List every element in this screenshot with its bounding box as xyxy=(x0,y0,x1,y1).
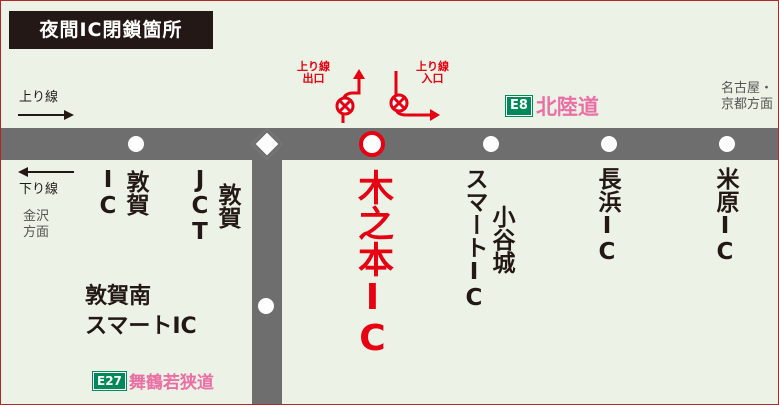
tsuruga-jct-label-part: JCT xyxy=(187,167,213,245)
map-title: 夜間IC閉鎖箇所 xyxy=(9,11,213,49)
odanijo-smart-ic-node xyxy=(480,133,502,155)
tsuruga-minami-label-line: スマートIC xyxy=(85,314,197,339)
nagahama-ic-node xyxy=(598,133,620,155)
left-arrow-icon xyxy=(18,167,74,177)
maizuru-route-label: E27 舞鶴若狭道 xyxy=(93,368,214,393)
odanijo-smart-ic-label-part: スマートIC xyxy=(461,167,487,311)
tsuruga-jct-label: JCT 敦賀 xyxy=(187,167,240,245)
tsuruga-ic-label: IC 敦賀 xyxy=(95,167,148,219)
maibara-ic-node xyxy=(716,133,738,155)
maibara-ic-label: 米原IC xyxy=(712,167,738,265)
maizuru-route-name: 舞鶴若狭道 xyxy=(128,373,214,393)
odanijo-smart-ic-label: スマートIC 小谷城 xyxy=(461,167,514,311)
e27-route-badge: E27 xyxy=(93,371,126,390)
kinomoto-ic-label: 木之本IC xyxy=(352,169,393,359)
down-direction-label: 下り線 xyxy=(19,182,59,197)
hokuriku-route-name: 北陸道 xyxy=(535,95,599,119)
closed-exit-ramp-icon xyxy=(335,69,365,123)
west-destination-label: 金沢 方面 xyxy=(23,209,50,240)
hokuriku-route-label: E8 北陸道 xyxy=(506,91,599,121)
tsuruga-minami-label-line: 敦賀南 xyxy=(85,284,152,309)
hokuriku-expressway-line xyxy=(1,128,778,160)
e8-route-badge: E8 xyxy=(506,96,532,116)
tsuruga-jct-label-part: 敦賀 xyxy=(214,183,240,229)
right-arrow-icon xyxy=(18,110,74,120)
nagahama-ic-label: 長浜IC xyxy=(594,167,620,265)
tsuruga-minami-smart-ic-node xyxy=(255,295,277,317)
up-direction-label: 上り線 xyxy=(19,90,59,105)
tsuruga-ic-label-part: 敦賀 xyxy=(122,170,148,216)
tsuruga-ic-node xyxy=(125,133,147,155)
up-entrance-label: 上り線 入口 xyxy=(416,60,449,85)
kinomoto-ic-node xyxy=(359,131,385,157)
up-exit-label: 上り線 出口 xyxy=(297,60,330,85)
odanijo-smart-ic-label-part: 小谷城 xyxy=(488,204,514,274)
east-destination-label: 名古屋・ 京都方面 xyxy=(720,81,773,112)
closed-entrance-ramp-icon xyxy=(389,71,440,121)
tsuruga-ic-label-part: IC xyxy=(95,167,121,219)
tsuruga-minami-smart-ic-label: 敦賀南 スマートIC xyxy=(85,282,197,342)
maizuru-wakasa-expressway-line xyxy=(252,142,282,404)
